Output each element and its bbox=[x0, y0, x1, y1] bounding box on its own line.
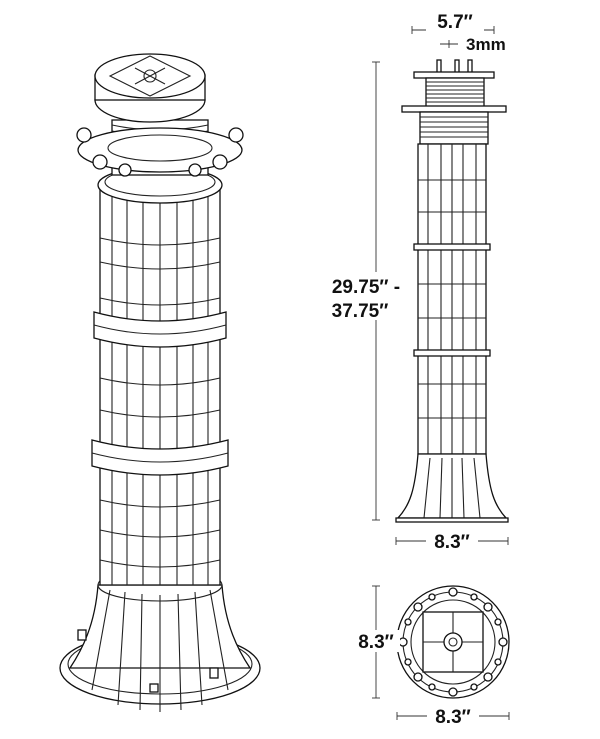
plan-height-label: 8.3″ bbox=[358, 632, 394, 653]
top-width-label: 5.7″ bbox=[437, 12, 473, 33]
pedestal-plan-view bbox=[396, 585, 510, 699]
base-width-label: 8.3″ bbox=[434, 532, 470, 553]
pedestal-side-elevation bbox=[395, 59, 509, 523]
plan-width-label: 8.3″ bbox=[435, 707, 471, 728]
pedestal-perspective-view bbox=[59, 53, 261, 712]
height-range-label-line1: 29.75″ - bbox=[332, 277, 400, 298]
slot-width-label: 3mm bbox=[466, 35, 506, 54]
height-range-label-line2: 37.75″ bbox=[332, 301, 389, 322]
